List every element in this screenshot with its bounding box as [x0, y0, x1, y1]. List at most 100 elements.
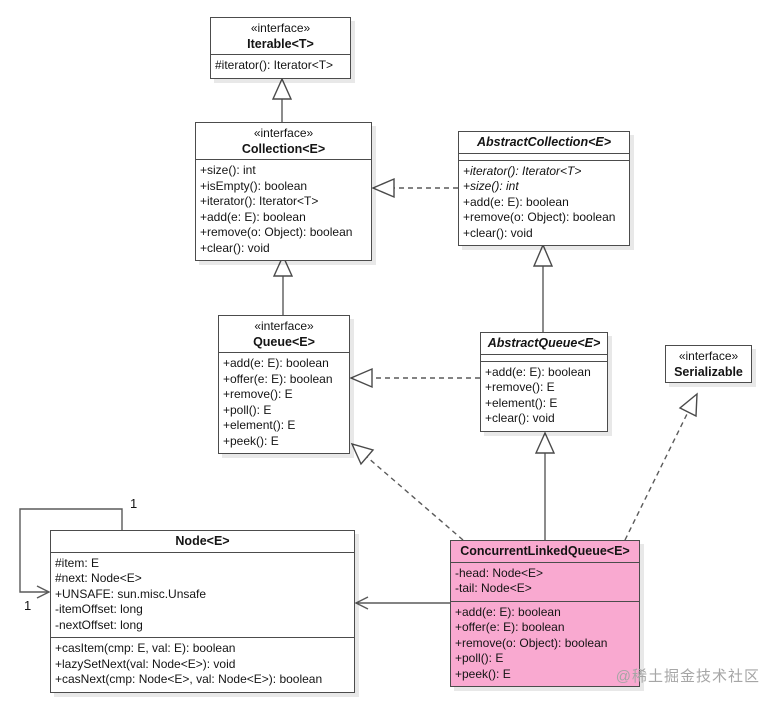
generalization-triangle	[532, 243, 554, 267]
class-title: AbstractQueue<E>	[481, 333, 607, 354]
class-name: Iterable<T>	[247, 36, 314, 51]
class-name: Queue<E>	[253, 334, 315, 349]
class-iterable: «interface» Iterable<T> #iterator(): Ite…	[210, 17, 351, 79]
member-line: +isEmpty(): boolean	[200, 178, 308, 193]
member-line: +peek(): E	[223, 433, 279, 448]
member-line: +casNext(cmp: Node<E>, val: Node<E>): bo…	[55, 672, 323, 686]
member-line: -head: Node<E>	[455, 565, 544, 580]
generalization-triangle	[271, 77, 293, 100]
member-line: +add(e: E): boolean	[463, 194, 569, 209]
stereotype-label: «interface»	[678, 349, 739, 363]
edge-collection-extends-iterable	[271, 77, 293, 122]
member-line: +iterator(): Iterator<T>	[463, 163, 582, 178]
member-line: +remove(): E	[485, 380, 555, 394]
member-line: +size(): int	[463, 179, 519, 193]
class-node: Node<E> #item: E#next: Node<E>+UNSAFE: s…	[50, 530, 355, 693]
association-arrowhead	[354, 596, 369, 610]
class-name: Collection<E>	[241, 141, 326, 156]
methods-compartment: +add(e: E): boolean+offer(e: E): boolean…	[451, 600, 639, 687]
member-line: +remove(o: Object): boolean	[463, 210, 616, 224]
association-arrowhead	[36, 585, 51, 599]
member-line: +add(e: E): boolean	[223, 356, 329, 370]
edge-node-self-association	[19, 508, 123, 599]
methods-compartment: +size(): int+isEmpty(): boolean+iterator…	[196, 159, 371, 260]
class-title: «interface» Queue<E>	[219, 316, 349, 352]
class-title: «interface» Serializable	[666, 346, 751, 382]
edge-abstractcollection-implements-collection	[371, 177, 458, 199]
stereotype-label: «interface»	[253, 126, 314, 140]
class-name: AbstractQueue<E>	[487, 336, 601, 350]
edge-abstractqueue-implements-queue	[349, 367, 480, 389]
stereotype-label: «interface»	[250, 21, 311, 35]
member-line: #item: E	[55, 555, 100, 570]
class-title: AbstractCollection<E>	[459, 132, 629, 153]
member-line: +add(e: E): boolean	[455, 604, 561, 619]
methods-compartment: +add(e: E): boolean+remove(): E+element(…	[481, 360, 607, 431]
attributes-compartment: -head: Node<E>-tail: Node<E>	[451, 561, 639, 601]
realization-triangle	[350, 442, 375, 466]
member-line: +add(e: E): boolean	[200, 209, 306, 224]
class-name: Serializable	[674, 364, 743, 379]
methods-compartment: +casItem(cmp: E, val: E): boolean+lazySe…	[51, 637, 354, 692]
class-queue: «interface» Queue<E> +add(e: E): boolean…	[218, 315, 350, 454]
class-abstract-collection: AbstractCollection<E> +iterator(): Itera…	[458, 131, 630, 246]
member-line: #iterator(): Iterator<T>	[215, 58, 334, 72]
member-line: +offer(e: E): boolean	[223, 371, 333, 386]
edge-clq-implements-serializable	[624, 392, 698, 541]
class-title: Node<E>	[51, 531, 354, 552]
realization-triangle	[371, 177, 395, 199]
edge-clq-association-node	[354, 596, 450, 610]
generalization-triangle	[272, 254, 294, 277]
attributes-compartment	[459, 152, 629, 160]
member-line: -tail: Node<E>	[455, 581, 532, 595]
multiplicity-label-left: 1	[24, 598, 32, 613]
methods-compartment: #iterator(): Iterator<T>	[211, 54, 350, 78]
member-line: +iterator(): Iterator<T>	[200, 194, 319, 208]
class-serializable: «interface» Serializable	[665, 345, 752, 383]
attributes-compartment	[481, 353, 607, 361]
member-line: +clear(): void	[485, 411, 555, 425]
edge-clq-implements-queue	[350, 442, 464, 541]
class-title: ConcurrentLinkedQueue<E>	[451, 541, 639, 562]
methods-compartment: +add(e: E): boolean+offer(e: E): boolean…	[219, 352, 349, 453]
member-line: +offer(e: E): boolean	[455, 620, 565, 634]
member-line: -nextOffset: long	[55, 617, 143, 632]
realization-triangle	[678, 392, 698, 418]
member-line: +casItem(cmp: E, val: E): boolean	[55, 641, 236, 655]
edge-abstractqueue-extends-abstractcollection	[532, 243, 554, 332]
member-line: +size(): int	[200, 163, 256, 177]
edge-queue-extends-collection	[272, 254, 294, 315]
member-line: +lazySetNext(val: Node<E>): void	[55, 656, 236, 671]
class-title: «interface» Iterable<T>	[211, 18, 350, 54]
member-line: #next: Node<E>	[55, 571, 142, 585]
member-line: -itemOffset: long	[55, 602, 143, 616]
member-line: +clear(): void	[200, 240, 270, 255]
methods-compartment: +iterator(): Iterator<T>+size(): int+add…	[459, 159, 629, 246]
edge-clq-extends-abstractqueue	[534, 431, 556, 540]
multiplicity-label-top: 1	[130, 496, 138, 511]
class-abstract-queue: AbstractQueue<E> +add(e: E): boolean+rem…	[480, 332, 608, 432]
member-line: +element(): E	[485, 395, 558, 410]
class-name: AbstractCollection<E>	[476, 135, 612, 149]
member-line: +add(e: E): boolean	[485, 364, 591, 379]
member-line: +poll(): E	[223, 402, 272, 417]
class-collection: «interface» Collection<E> +size(): int+i…	[195, 122, 372, 261]
member-line: +remove(o: Object): boolean	[200, 225, 353, 239]
class-concurrent-linked-queue: ConcurrentLinkedQueue<E> -head: Node<E>-…	[450, 540, 640, 687]
class-name: Node<E>	[175, 534, 230, 548]
class-name: ConcurrentLinkedQueue<E>	[460, 544, 630, 558]
member-line: +element(): E	[223, 418, 296, 432]
member-line: +poll(): E	[455, 651, 504, 665]
stereotype-label: «interface»	[254, 319, 314, 333]
watermark-text: @稀土掘金技术社区	[615, 668, 760, 685]
member-line: +UNSAFE: sun.misc.Unsafe	[55, 586, 207, 601]
realization-triangle	[349, 367, 373, 389]
member-line: +peek(): E	[455, 666, 511, 681]
attributes-compartment: #item: E#next: Node<E>+UNSAFE: sun.misc.…	[51, 551, 354, 638]
member-line: +clear(): void	[463, 225, 533, 240]
member-line: +remove(): E	[223, 387, 293, 401]
generalization-triangle	[534, 431, 556, 454]
class-title: «interface» Collection<E>	[196, 123, 371, 159]
